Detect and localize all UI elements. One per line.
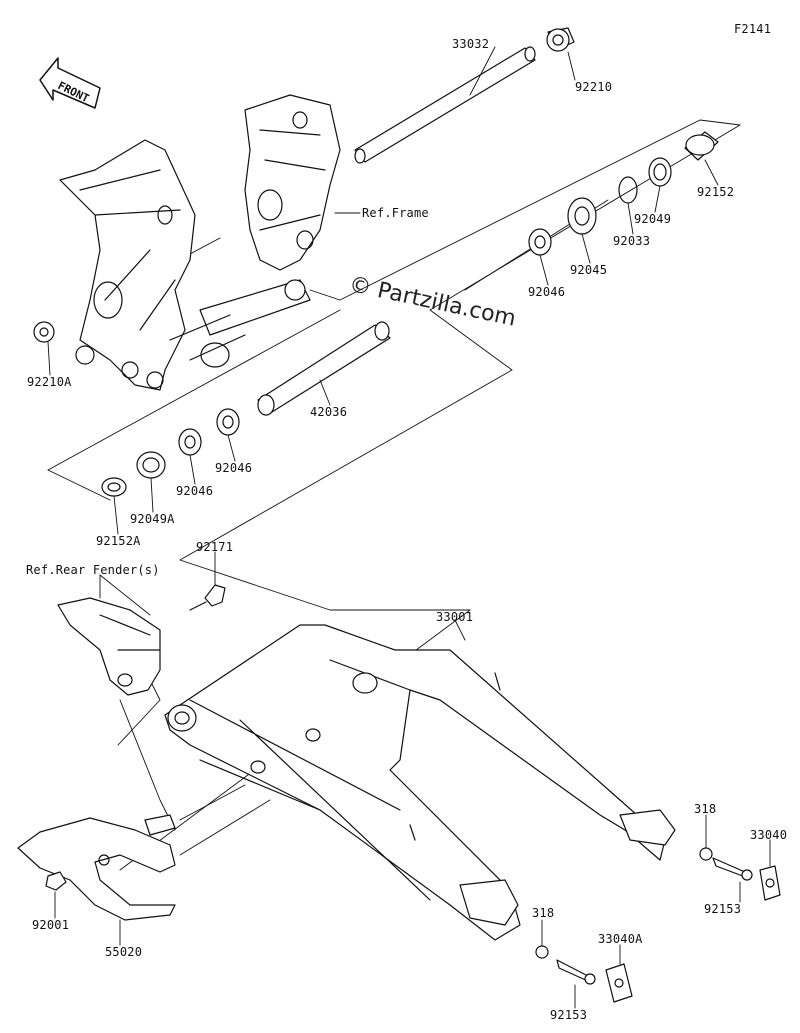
rear-fender-piece: [58, 598, 160, 695]
plate-33040: [760, 866, 780, 900]
part-label-92210A: 92210A: [27, 375, 72, 389]
bearing-92045: [568, 198, 596, 234]
washer-318-lower: [536, 946, 548, 958]
bearing-92046-a: [217, 409, 239, 435]
part-label-318-upper: 318: [694, 802, 717, 816]
frame-bracket-left: [60, 140, 195, 390]
part-label-33001: 33001: [436, 610, 474, 624]
bolt-92001: [46, 872, 66, 890]
part-label-92153-upper: 92153: [704, 902, 742, 916]
cap-92152A: [102, 478, 126, 496]
part-label-92210: 92210: [575, 80, 613, 94]
sleeve-42036: [258, 322, 390, 415]
part-label-33040: 33040: [750, 828, 788, 842]
part-label-92001: 92001: [32, 918, 70, 932]
figure-code: F2141: [734, 22, 772, 36]
part-label-92046-top: 92046: [528, 285, 566, 299]
part-label-92153-lower: 92153: [550, 1008, 588, 1022]
pivot-shaft-33032: [355, 47, 535, 163]
plate-33040A: [606, 964, 632, 1002]
seal-92049A: [137, 452, 165, 478]
bearing-92046-b: [179, 429, 201, 455]
frame-pivot-section: [170, 95, 340, 367]
part-label-318-lower: 318: [532, 906, 555, 920]
washer-318-upper: [700, 848, 712, 860]
part-label-92033: 92033: [613, 234, 651, 248]
cap-92152: [685, 132, 718, 160]
part-label-92046-a: 92046: [215, 461, 253, 475]
part-label-92046-b: 92046: [176, 484, 214, 498]
part-label-92152A: 92152A: [96, 534, 141, 548]
bolt-92153-upper: [713, 858, 752, 880]
part-label-92152: 92152: [697, 185, 735, 199]
part-label-55020: 55020: [105, 945, 143, 959]
bearing-92046-top: [529, 229, 551, 255]
bolt-92153-lower: [557, 960, 595, 984]
rear-fender-reference-label: Ref.Rear Fender(s): [26, 563, 160, 577]
part-label-92171: 92171: [196, 540, 234, 554]
leader-lines: [48, 47, 770, 1008]
part-label-92045: 92045: [570, 263, 608, 277]
front-arrow-icon: [40, 58, 100, 108]
seal-92049: [649, 158, 671, 186]
part-label-92049A: 92049A: [130, 512, 175, 526]
nut-92210A: [34, 322, 54, 342]
part-label-33040A: 33040A: [598, 932, 643, 946]
circlip-92033: [619, 177, 637, 203]
frame-reference-label: Ref.Frame: [362, 206, 429, 220]
part-label-42036: 42036: [310, 405, 348, 419]
part-label-33032: 33032: [452, 37, 490, 51]
part-label-92049: 92049: [634, 212, 672, 226]
swingarm-33001: [165, 625, 675, 940]
clip-92171: [190, 585, 225, 610]
nut-92210: [547, 28, 574, 51]
chain-guard-55020: [18, 815, 175, 920]
